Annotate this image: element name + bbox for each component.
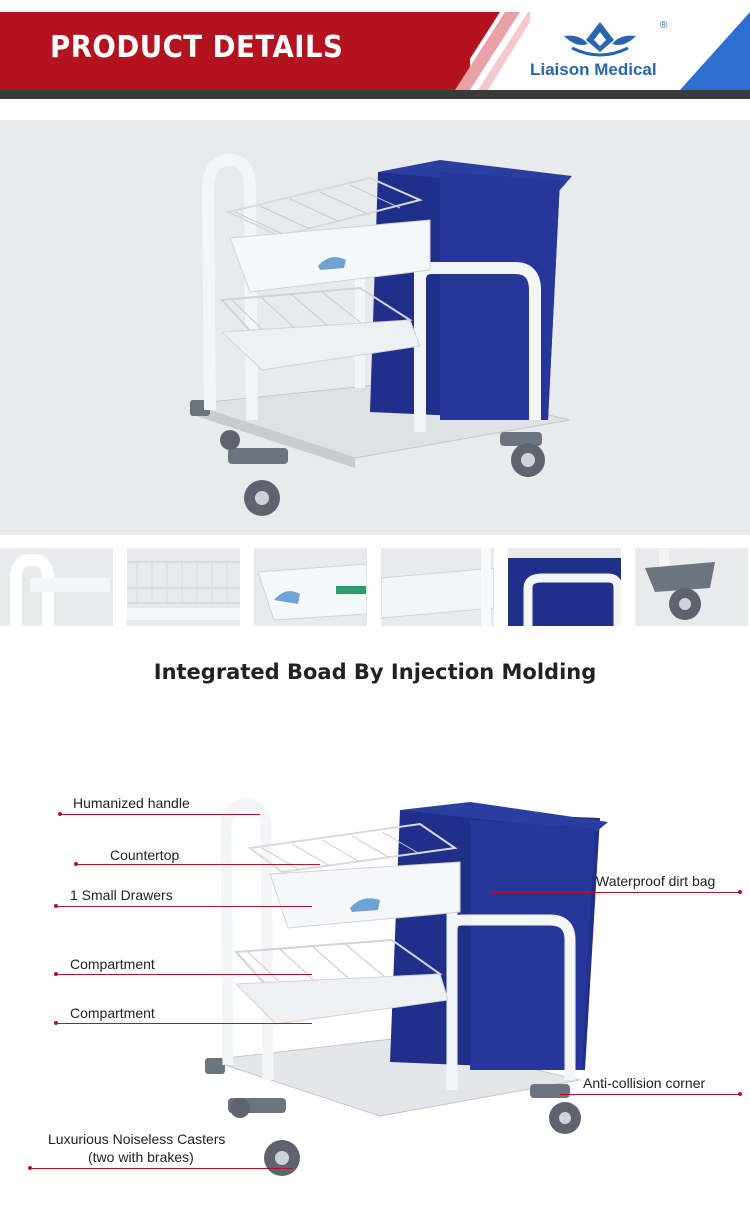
callout-countertop-dot: [74, 862, 78, 866]
callout-corner-line: [560, 1094, 740, 1095]
thumbnail-handle[interactable]: [0, 548, 113, 626]
callout-countertop-label: Countertop: [110, 847, 180, 863]
callout-dirt-bag-dot: [738, 890, 742, 894]
thumbnail-bag[interactable]: [508, 548, 621, 626]
thumbnail-basket[interactable]: [127, 548, 240, 626]
callout-handle-label: Humanized handle: [73, 795, 190, 811]
product-hero-image: [0, 120, 750, 535]
trolley-illustration: [189, 153, 572, 516]
callout-handle-dot: [58, 812, 62, 816]
callout-drawers-label: 1 Small Drawers: [70, 887, 173, 903]
thumbnail-drawer[interactable]: [254, 548, 367, 626]
header-underline: [0, 90, 750, 99]
callout-casters-dot: [28, 1166, 32, 1170]
header-banner: [0, 12, 470, 90]
registered-mark: ®: [660, 20, 668, 31]
callout-dirt-bag-label: Waterproof dirt bag: [596, 873, 716, 889]
callout-drawers-line: [56, 906, 312, 907]
callout-corner-label: Anti-collision corner: [583, 1075, 706, 1091]
page-header: PRODUCT DETAILS ® Liaison Medical: [0, 0, 750, 100]
header-blue-corner: [680, 12, 750, 90]
callout-compartment1-line: [56, 974, 312, 975]
brand-logo-icon: [564, 22, 636, 57]
callout-compartment2-dot: [54, 1021, 58, 1025]
header-stripes: [420, 12, 530, 90]
callout-countertop-line: [76, 864, 320, 865]
callout-casters-label: Luxurious Noiseless Casters: [48, 1131, 226, 1147]
callout-compartment1-label: Compartment: [70, 956, 155, 972]
callout-drawers-dot: [54, 904, 58, 908]
annotated-trolley-illustration: [205, 798, 608, 1176]
detail-thumbnails: [0, 548, 750, 628]
callout-compartment2-line: [56, 1023, 312, 1024]
callout-compartment2-label: Compartment: [70, 1005, 155, 1021]
thumbnail-tray[interactable]: [381, 548, 494, 626]
callout-handle-line: [60, 814, 260, 815]
callout-casters-line: [30, 1168, 292, 1169]
callout-casters-sublabel: (two with brakes): [88, 1149, 194, 1165]
callout-dirt-bag-line: [490, 892, 740, 893]
page-title: PRODUCT DETAILS: [50, 30, 344, 65]
section-heading: Integrated Boad By Injection Molding: [153, 660, 597, 684]
thumbnail-caster[interactable]: [635, 548, 748, 626]
callout-compartment1-dot: [54, 972, 58, 976]
callout-corner-dot: [738, 1092, 742, 1096]
brand-name: Liaison Medical: [530, 60, 657, 79]
